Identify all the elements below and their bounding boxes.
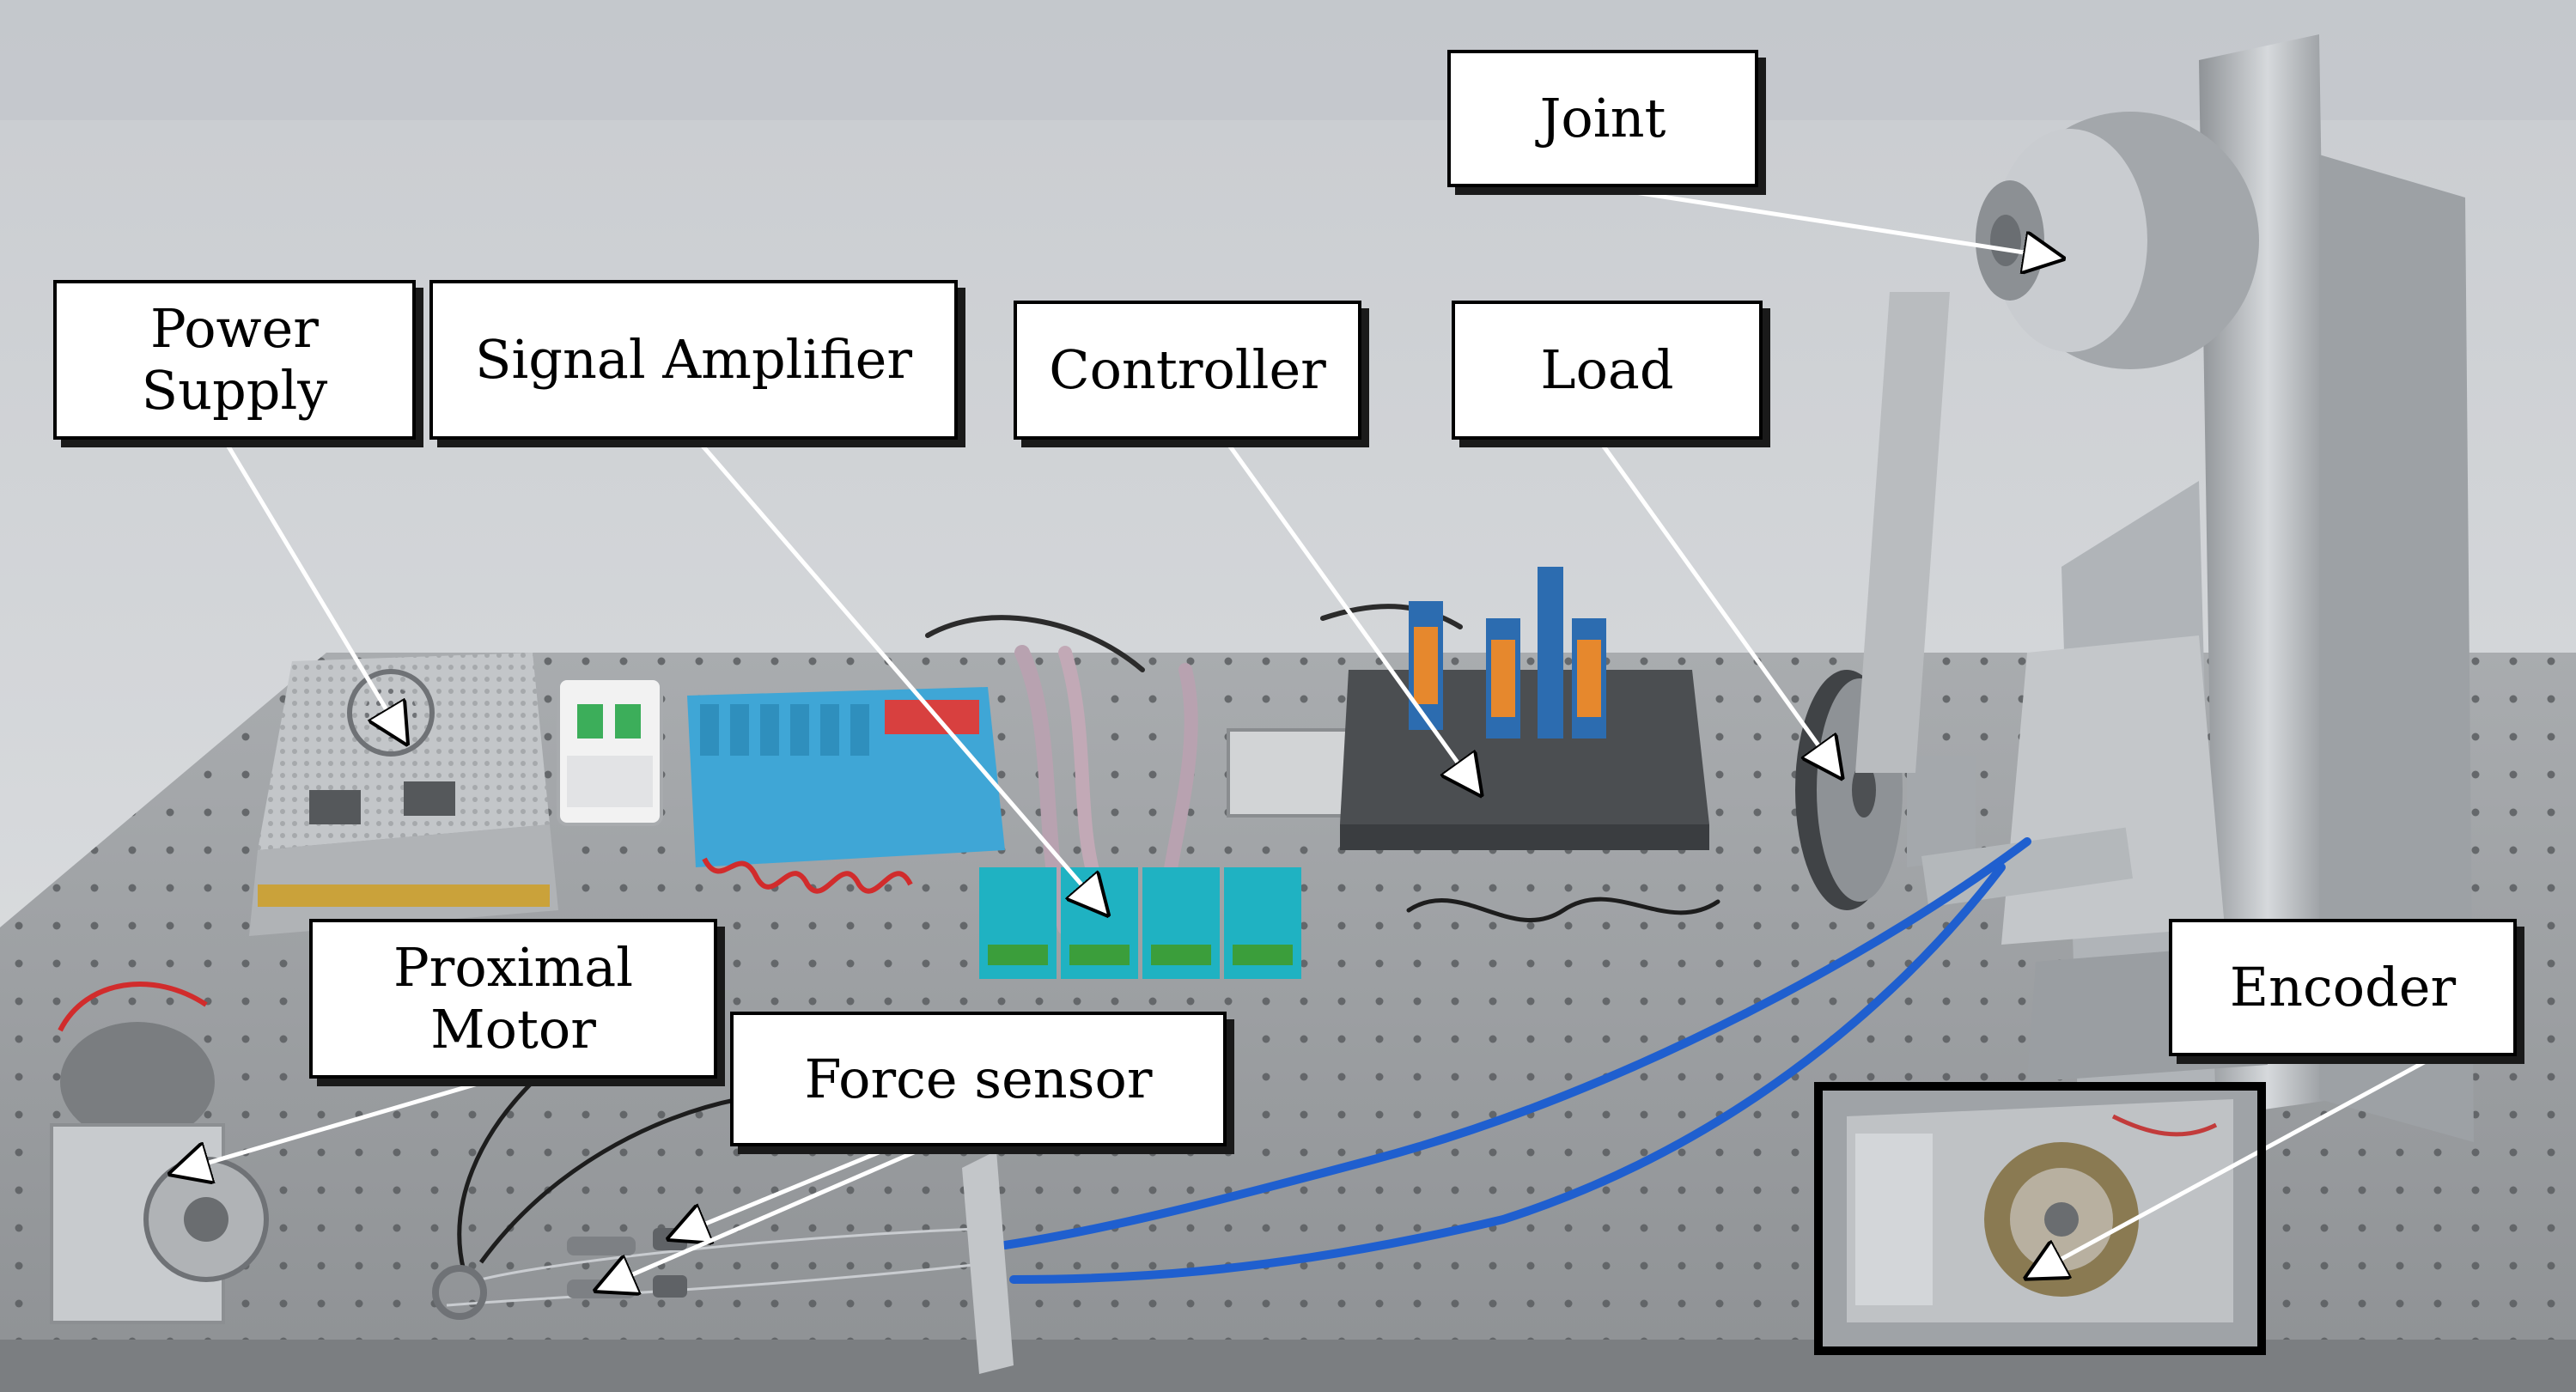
label-power-supply: Power Supply	[53, 280, 416, 440]
signal-amplifier-modules	[979, 867, 1301, 979]
label-encoder: Encoder	[2169, 919, 2517, 1056]
label-controller: Controller	[1014, 301, 1361, 440]
wall-shadow	[0, 0, 2576, 120]
label-load: Load	[1452, 301, 1763, 440]
label-signal-amplifier: Signal Amplifier	[429, 280, 958, 440]
circuit-breaker	[557, 677, 663, 826]
power-supply-unit	[249, 653, 558, 936]
joint-frame	[1855, 34, 2474, 1142]
label-force-sensor: Force sensor	[730, 1012, 1227, 1146]
label-joint: Joint	[1447, 50, 1758, 187]
blue-tendon-cables	[1001, 837, 2031, 1284]
label-proximal-motor: Proximal Motor	[309, 919, 717, 1079]
encoder-inset-photo	[1821, 1089, 2259, 1348]
